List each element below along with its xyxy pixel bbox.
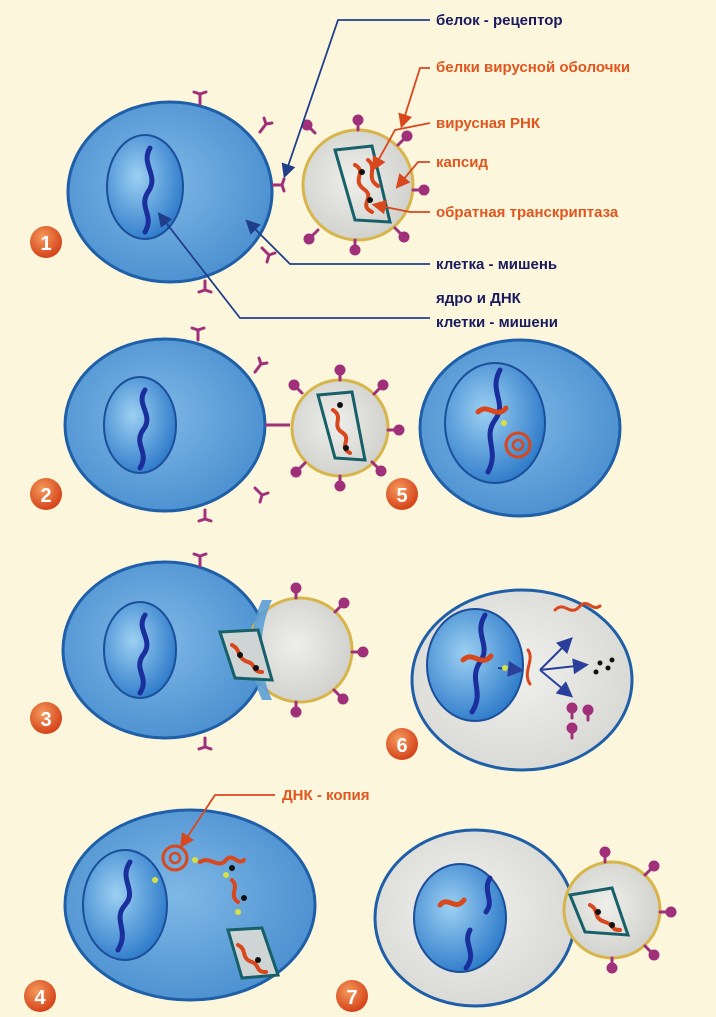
- label-dna-copy: ДНК - копия: [282, 787, 370, 804]
- nucleus: [414, 864, 506, 972]
- step-number: 5: [396, 485, 407, 507]
- step-badge-1: 1: [30, 226, 62, 258]
- label-target-cell: клетка - мишень: [436, 256, 557, 273]
- step-badge-2: 2: [30, 478, 62, 510]
- label-receptor: белок - рецептор: [436, 12, 563, 29]
- legend-labels: белок - рецептор белки вирусной оболочки…: [436, 12, 630, 331]
- stage-5: 5: [386, 340, 620, 516]
- label-capsid: капсид: [436, 154, 488, 171]
- dna-strand: [486, 878, 490, 912]
- nucleus: [107, 135, 183, 239]
- integrated-dna-copy: [478, 408, 506, 412]
- step-number: 7: [346, 987, 357, 1009]
- stage-2: 2: [30, 328, 403, 521]
- label-envelope-proteins: белки вирусной оболочки: [436, 59, 630, 76]
- virion: [303, 116, 428, 254]
- label-reverse-transcriptase: обратная транскриптаза: [436, 204, 619, 221]
- label-nucleus-dna-2: клетки - мишени: [436, 314, 558, 331]
- virion: [290, 366, 403, 490]
- reverse-transcriptase-dot: [359, 169, 365, 175]
- label-nucleus-dna-1: ядро и ДНК: [436, 290, 522, 307]
- stage-7: 7: [336, 830, 675, 1012]
- step-badge-6: 6: [386, 728, 418, 760]
- nucleus: [104, 602, 176, 698]
- budding-virion: [564, 848, 675, 972]
- step-number: 4: [34, 987, 46, 1009]
- stage-6: 6: [386, 590, 632, 770]
- step-number: 2: [40, 485, 51, 507]
- stage-1: 1: [30, 20, 430, 318]
- nucleus: [104, 377, 176, 473]
- step-number: 6: [396, 735, 407, 757]
- label-viral-rna: вирусная РНК: [436, 115, 541, 132]
- step-number: 3: [40, 709, 51, 731]
- step-badge-5: 5: [386, 478, 418, 510]
- stage-4: ДНК - копия 4: [24, 787, 370, 1012]
- step-badge-4: 4: [24, 980, 56, 1012]
- step-badge-3: 3: [30, 702, 62, 734]
- stage-3: 3: [30, 554, 367, 749]
- step-number: 1: [40, 233, 51, 255]
- step-badge-7: 7: [336, 980, 368, 1012]
